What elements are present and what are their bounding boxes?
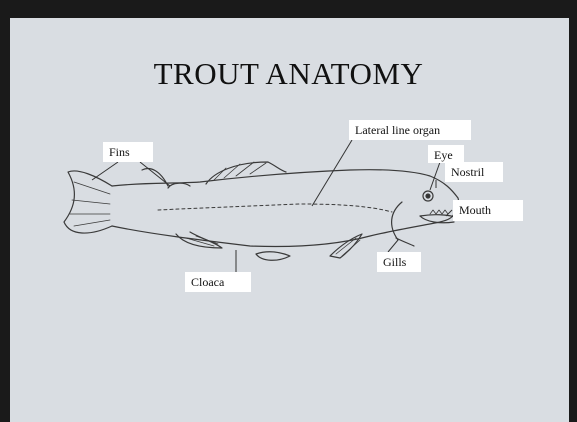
mouth-teeth — [430, 210, 448, 214]
gill-arch — [396, 238, 414, 246]
label-lateral-line: Lateral line organ — [349, 120, 471, 140]
gill-cover — [392, 202, 402, 240]
eye-pupil — [426, 194, 430, 198]
lateral-line — [158, 204, 392, 212]
leader-lateral-line — [312, 140, 352, 206]
leader-gills — [388, 240, 398, 252]
leader-fins-2 — [140, 162, 170, 186]
label-fins: Fins — [103, 142, 153, 162]
label-eye: Eye — [428, 145, 464, 163]
tail-fin-rays — [70, 182, 110, 226]
dorsal-fin — [206, 162, 286, 184]
label-mouth: Mouth — [453, 200, 523, 221]
anal-fin — [256, 252, 290, 260]
body-back — [112, 170, 459, 214]
leader-fins-1 — [92, 162, 118, 180]
adipose-fin — [168, 183, 190, 188]
label-gills: Gills — [377, 252, 421, 272]
label-nostril: Nostril — [445, 162, 503, 182]
label-cloaca: Cloaca — [185, 272, 251, 292]
